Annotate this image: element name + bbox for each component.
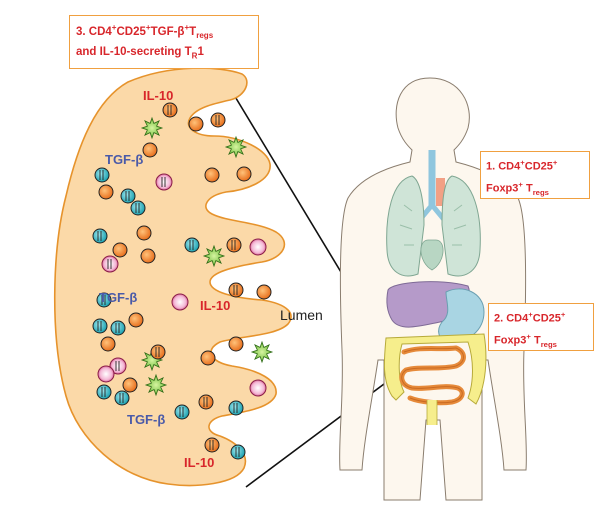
green-cell-1 <box>140 116 164 140</box>
orange-cell-35 <box>228 336 244 352</box>
receptor-mark-24 <box>233 285 238 295</box>
teal-cell-40 <box>114 390 130 406</box>
teal-cell-13 <box>92 228 108 244</box>
label-tgf-beta-1: TGF-β <box>105 152 144 167</box>
pink-cell-31 <box>97 365 115 383</box>
teal-cell-38 <box>96 384 112 400</box>
green-cell-39 <box>144 373 168 397</box>
human-body-figure <box>339 77 527 501</box>
teal-cell-27 <box>110 320 126 336</box>
receptor-mark-45 <box>209 440 214 450</box>
teal-cell-46 <box>230 444 246 460</box>
orange-cell-16 <box>140 248 156 264</box>
orange-cell-10 <box>204 167 220 183</box>
cells-group <box>92 102 274 460</box>
teal-cell-26 <box>92 318 108 334</box>
receptor-mark-44 <box>233 403 238 413</box>
orange-cell-29 <box>128 312 144 328</box>
orange-cell-28 <box>100 336 116 352</box>
green-cell-4 <box>224 135 248 159</box>
receptor-mark-38 <box>101 387 106 397</box>
callout-gut-treg: 2. CD4+CD25+ Foxp3+ Tregs <box>488 303 594 351</box>
receptor-mark-15 <box>107 259 112 269</box>
receptor-mark-9 <box>161 177 166 187</box>
orange-cell-0 <box>162 102 178 118</box>
intestinal-villus <box>53 67 292 487</box>
orange-cell-18 <box>226 237 242 253</box>
receptor-mark-30 <box>115 361 120 371</box>
receptor-mark-7 <box>125 191 130 201</box>
receptor-mark-18 <box>231 240 236 250</box>
receptor-mark-17 <box>189 240 194 250</box>
small-intestine <box>399 345 466 406</box>
callout-treg-tr1: 3. CD4+CD25+TGF-β+Tregs and IL-10-secret… <box>69 15 259 69</box>
receptor-mark-40 <box>119 393 124 403</box>
orange-cell-2 <box>188 116 204 132</box>
receptor-mark-46 <box>235 447 240 457</box>
teal-cell-17 <box>184 237 200 253</box>
pink-cell-19 <box>249 238 267 256</box>
receptor-mark-33 <box>155 347 160 357</box>
receptor-mark-41 <box>179 407 184 417</box>
receptor-mark-22 <box>101 295 106 305</box>
right-lung <box>441 175 481 277</box>
label-lumen: Lumen <box>280 307 323 323</box>
receptor-mark-3 <box>215 115 220 125</box>
teal-cell-12 <box>130 200 146 216</box>
orange-cell-25 <box>256 284 272 300</box>
label-tgf-beta-2: TGF-β <box>99 290 138 305</box>
receptor-mark-0 <box>167 105 172 115</box>
teal-cell-6 <box>94 167 110 183</box>
teal-cell-44 <box>228 400 244 416</box>
orange-cell-3 <box>210 112 226 128</box>
orange-cell-20 <box>136 225 152 241</box>
green-cell-36 <box>250 340 274 364</box>
label-il10-mid: IL-10 <box>200 298 231 313</box>
label-il10-top: IL-10 <box>143 88 174 103</box>
teal-cell-7 <box>120 188 136 204</box>
receptor-mark-26 <box>97 321 102 331</box>
large-intestine <box>383 333 487 405</box>
pink-cell-43 <box>249 379 267 397</box>
callout-lung-treg: 1. CD4+CD25+ Foxp3+ Tregs <box>480 151 590 199</box>
pink-cell-23 <box>171 293 189 311</box>
label-tgf-beta-3: TGF-β <box>127 412 166 427</box>
pink-cell-15 <box>101 255 119 273</box>
pink-cell-9 <box>155 173 173 191</box>
orange-cell-8 <box>98 184 114 200</box>
orange-cell-34 <box>200 350 216 366</box>
green-cell-21 <box>202 244 226 268</box>
receptor-mark-6 <box>99 170 104 180</box>
receptor-mark-13 <box>97 231 102 241</box>
receptor-mark-27 <box>115 323 120 333</box>
orange-cell-33 <box>150 344 166 360</box>
receptor-mark-12 <box>135 203 140 213</box>
label-il10-bottom: IL-10 <box>184 455 215 470</box>
orange-cell-24 <box>228 282 244 298</box>
pink-cell-30 <box>109 357 127 375</box>
orange-cell-11 <box>236 166 252 182</box>
receptor-mark-42 <box>203 397 208 407</box>
teal-cell-22 <box>96 292 112 308</box>
orange-cell-5 <box>142 142 158 158</box>
orange-cell-42 <box>198 394 214 410</box>
teal-cell-41 <box>174 404 190 420</box>
orange-cell-14 <box>112 242 128 258</box>
left-lung <box>386 175 425 277</box>
orange-cell-45 <box>204 437 220 453</box>
orange-cell-37 <box>122 377 138 393</box>
